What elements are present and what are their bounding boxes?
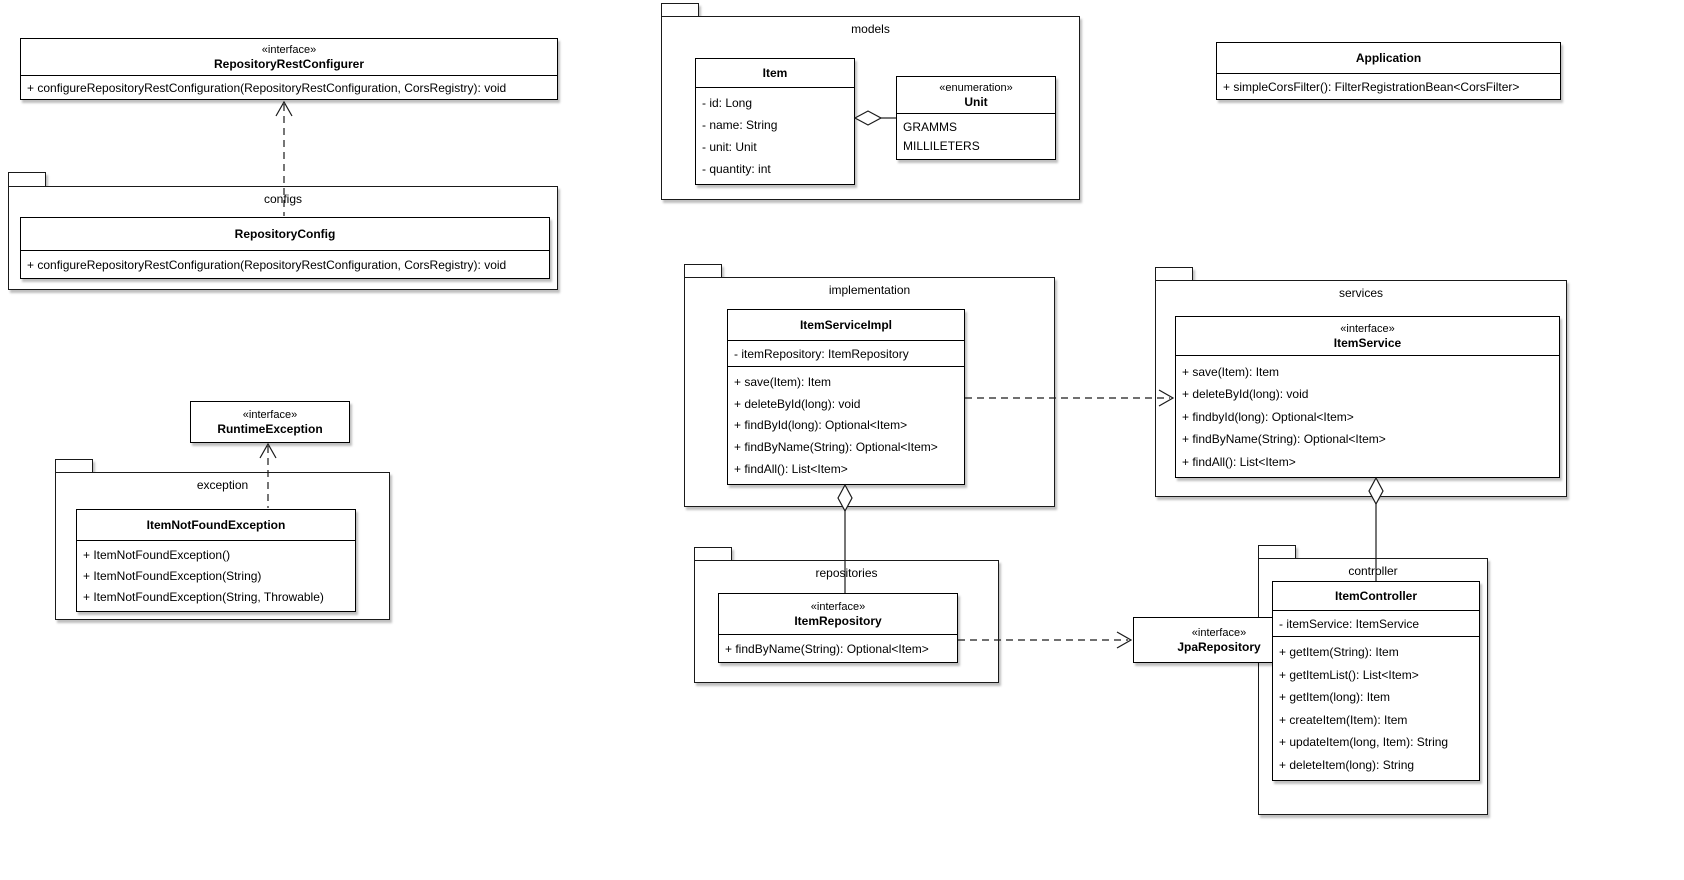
class-repository-rest-configurer: «interface» RepositoryRestConfigurer + c… (20, 38, 558, 100)
interface-item-service: «interface» ItemService + save(Item): It… (1175, 316, 1560, 478)
enum-literal: MILLILETERS (903, 139, 980, 154)
package-label-services: services (1338, 286, 1383, 300)
class-title: «interface» ItemRepository (719, 594, 957, 634)
method: + getItem(long): Item (1279, 690, 1391, 705)
method: + configureRepositoryRestConfiguration(R… (27, 80, 507, 95)
attribute: - itemRepository: ItemRepository (734, 346, 909, 361)
method: + createItem(Item): Item (1279, 712, 1408, 727)
package-tab-services (1155, 267, 1193, 280)
methods-compartment: + configureRepositoryRestConfiguration(R… (21, 250, 549, 278)
attribute: - quantity: int (702, 162, 771, 176)
stereotype-label: «interface» (261, 43, 317, 56)
enum-unit: «enumeration» Unit GRAMMS MILLILETERS (896, 76, 1056, 160)
class-repository-config: RepositoryConfig + configureRepositoryRe… (20, 217, 550, 279)
class-application: Application + simpleCorsFilter(): Filter… (1216, 42, 1561, 100)
method: + findById(long): Optional<Item> (734, 418, 908, 433)
method: + findAll(): List<Item> (1182, 454, 1296, 469)
class-title: «interface» JpaRepository (1134, 618, 1304, 662)
class-item-not-found-exception: ItemNotFoundException + ItemNotFoundExce… (76, 509, 356, 612)
class-item-service-impl: ItemServiceImpl - itemRepository: ItemRe… (727, 309, 965, 485)
methods-compartment: + configureRepositoryRestConfiguration(R… (21, 75, 557, 99)
method: + ItemNotFoundException(String) (83, 569, 262, 583)
enum-name: Unit (964, 94, 988, 109)
stereotype-label: «interface» (242, 408, 298, 421)
class-title: Application (1217, 43, 1560, 73)
class-title: «interface» ItemService (1176, 317, 1559, 355)
class-name: ItemNotFoundException (146, 518, 286, 532)
method: + deleteById(long): void (1182, 387, 1309, 401)
class-title: ItemNotFoundException (77, 510, 355, 540)
enum-literal: GRAMMS (903, 119, 957, 134)
package-label-controller: controller (1348, 564, 1398, 578)
package-tab-controller (1258, 545, 1296, 558)
package-tab-configs (8, 172, 46, 186)
class-title: «interface» RepositoryRestConfigurer (21, 39, 557, 75)
class-title: ItemController (1273, 582, 1479, 610)
method: + deleteById(long): void (734, 396, 861, 411)
method: + save(Item): Item (1182, 364, 1280, 379)
class-name: ItemController (1334, 589, 1417, 603)
class-title: ItemServiceImpl (728, 310, 964, 340)
methods-compartment: + findByName(String): Optional<Item> (719, 634, 957, 662)
class-name: Application (1355, 51, 1422, 65)
attributes-compartment: - itemRepository: ItemRepository (728, 340, 964, 366)
method: + deleteItem(long): String (1279, 757, 1415, 772)
attributes-compartment: - id: Long - name: String - unit: Unit -… (696, 87, 854, 184)
method: + simpleCorsFilter(): FilterRegistration… (1223, 79, 1520, 94)
interface-item-repository: «interface» ItemRepository + findByName(… (718, 593, 958, 663)
method: + getItem(String): Item (1279, 645, 1399, 660)
attribute: - name: String (702, 118, 778, 132)
literals-compartment: GRAMMS MILLILETERS (897, 113, 1055, 159)
methods-compartment: + getItem(String): Item + getItemList():… (1273, 636, 1479, 780)
stereotype-label: «interface» (1340, 322, 1395, 335)
method: + updateItem(long, Item): String (1279, 735, 1449, 750)
class-name: Item (762, 66, 788, 80)
class-name: ItemRepository (794, 613, 882, 628)
class-title: «interface» RuntimeException (191, 402, 349, 442)
package-tab-implementation (684, 264, 722, 277)
stereotype-label: «interface» (810, 600, 866, 613)
package-label-configs: configs (263, 192, 303, 206)
class-title: RepositoryConfig (21, 218, 549, 250)
stereotype-label: «interface» (1191, 626, 1247, 639)
method: + findByName(String): Optional<Item> (734, 440, 938, 455)
class-name: RepositoryConfig (234, 227, 336, 241)
package-tab-exception (55, 459, 93, 472)
method: + findbyId(long): Optional<Item> (1182, 409, 1354, 424)
package-label-implementation: implementation (828, 283, 911, 297)
package-label-exception: exception (196, 478, 249, 492)
class-item: Item - id: Long - name: String - unit: U… (695, 58, 855, 185)
method: + configureRepositoryRestConfiguration(R… (27, 257, 507, 272)
interface-runtime-exception: «interface» RuntimeException (190, 401, 350, 443)
method: + ItemNotFoundException(String, Throwabl… (83, 590, 324, 604)
package-label-models: models (851, 22, 890, 36)
methods-compartment: + save(Item): Item + deleteById(long): v… (728, 366, 964, 484)
package-label-repositories: repositories (815, 566, 878, 580)
package-tab-models (661, 3, 699, 16)
enum-title: «enumeration» Unit (897, 77, 1055, 113)
attribute: - unit: Unit (702, 140, 757, 154)
method: + findAll(): List<Item> (734, 462, 848, 477)
method: + getItemList(): List<Item> (1279, 667, 1419, 682)
attributes-compartment: - itemService: ItemService (1273, 610, 1479, 636)
class-name: JpaRepository (1177, 639, 1261, 654)
method: + ItemNotFoundException() (83, 548, 231, 562)
class-name: RuntimeException (217, 421, 323, 436)
class-item-controller: ItemController - itemService: ItemServic… (1272, 581, 1480, 781)
methods-compartment: + simpleCorsFilter(): FilterRegistration… (1217, 73, 1560, 99)
method: + findByName(String): Optional<Item> (1182, 432, 1386, 446)
attribute: - itemService: ItemService (1279, 616, 1420, 631)
attribute: - id: Long (702, 96, 753, 110)
stereotype-label: «enumeration» (939, 81, 1013, 94)
class-name: ItemServiceImpl (799, 318, 893, 332)
methods-compartment: + save(Item): Item + deleteById(long): v… (1176, 355, 1559, 477)
class-name: RepositoryRestConfigurer (213, 56, 365, 71)
class-name: ItemService (1333, 335, 1402, 350)
method: + save(Item): Item (734, 374, 832, 389)
methods-compartment: + ItemNotFoundException() + ItemNotFound… (77, 540, 355, 611)
package-tab-repositories (694, 547, 732, 560)
class-title: Item (696, 59, 854, 87)
method: + findByName(String): Optional<Item> (725, 641, 929, 656)
